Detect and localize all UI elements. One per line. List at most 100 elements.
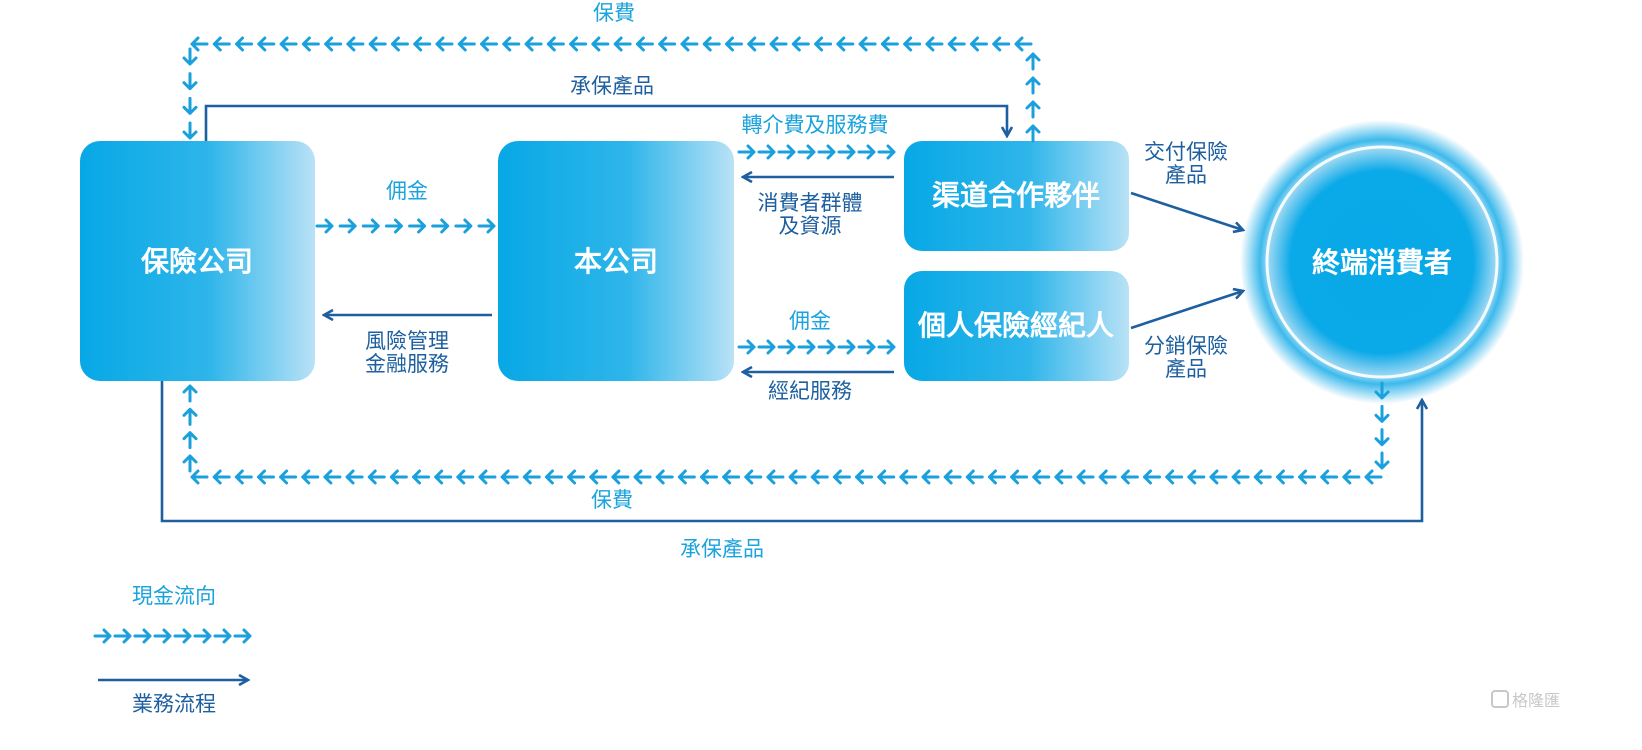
cash-flow-chevron xyxy=(213,628,232,644)
cash-flow-chevron xyxy=(965,469,984,485)
cash-flow-chevron xyxy=(969,36,988,52)
cash-flow-chevron xyxy=(1374,381,1390,400)
channel-partner-label: 渠道合作夥伴 xyxy=(932,179,1100,212)
cash-flow-chevron xyxy=(591,36,610,52)
cash-flow-chevron xyxy=(1364,469,1383,485)
cash-flow-chevron xyxy=(737,339,756,355)
cash-flow-chevron xyxy=(744,469,763,485)
cash-flow-chevron xyxy=(702,36,721,52)
cash-flow-chevron xyxy=(324,36,343,52)
cash-flow-chevron xyxy=(857,339,876,355)
cash-flow-chevron xyxy=(368,36,387,52)
premium-top-label: 保費 xyxy=(593,1,635,25)
commission-left-run xyxy=(315,218,496,234)
cash-flow-chevron xyxy=(737,144,756,160)
cash-flow-chevron xyxy=(389,469,408,485)
cash-flow-chevron xyxy=(880,36,899,52)
premium-top-down-run xyxy=(182,47,198,140)
cash-flow-chevron xyxy=(435,36,454,52)
consumer-groups-label-1: 消費者群體 xyxy=(758,191,863,215)
cash-flow-arrows xyxy=(182,36,1390,485)
cash-flow-chevron xyxy=(346,36,365,52)
cash-flow-chevron xyxy=(810,469,829,485)
consumer-circle: 終端消費者 xyxy=(1240,120,1524,404)
deliver-products-label-1: 交付保險 xyxy=(1144,140,1228,164)
cash-flow-chevron xyxy=(235,36,254,52)
cash-flow-chevron xyxy=(1342,469,1361,485)
cash-flow-chevron xyxy=(182,96,198,115)
cash-flow-chevron xyxy=(903,36,922,52)
cash-flow-chevron xyxy=(1298,469,1317,485)
cash-flow-chevron xyxy=(680,36,699,52)
cash-flow-chevron xyxy=(1374,451,1390,470)
cash-flow-chevron xyxy=(434,469,453,485)
cash-flow-chevron xyxy=(921,469,940,485)
cash-flow-chevron xyxy=(855,469,874,485)
cash-flow-chevron xyxy=(992,36,1011,52)
cash-flow-chevron xyxy=(480,36,499,52)
cash-flow-chevron xyxy=(412,469,431,485)
cash-flow-chevron xyxy=(1275,469,1294,485)
cash-flow-chevron xyxy=(777,339,796,355)
cash-flow-chevron xyxy=(257,36,276,52)
watermark-logo-icon xyxy=(1491,690,1509,708)
company-label: 本公司 xyxy=(574,245,658,278)
cash-flow-chevron xyxy=(836,36,855,52)
cash-flow-chevron xyxy=(1010,469,1029,485)
commission-left-label: 佣金 xyxy=(386,179,428,203)
cash-flow-chevron xyxy=(777,144,796,160)
cash-flow-chevron xyxy=(477,218,496,234)
cash-flow-chevron xyxy=(877,339,896,355)
underwrite-top-label: 承保產品 xyxy=(570,74,654,98)
cash-flow-chevron xyxy=(212,469,231,485)
cash-flow-chevron xyxy=(182,431,198,450)
distribute-products-label-1: 分銷保險 xyxy=(1144,334,1228,358)
cash-flow-chevron xyxy=(1025,52,1041,71)
premium-top-left-run xyxy=(190,36,1033,52)
cash-flow-chevron xyxy=(431,218,450,234)
cash-flow-chevron xyxy=(500,469,519,485)
cash-flow-chevron xyxy=(613,36,632,52)
cash-flow-chevron xyxy=(413,36,432,52)
cash-flow-chevron xyxy=(877,144,896,160)
commission-right-run xyxy=(737,339,896,355)
cash-flow-chevron xyxy=(182,407,198,426)
legend-business-flow-label: 業務流程 xyxy=(132,692,216,716)
premium-bottom-label: 保費 xyxy=(591,488,633,512)
cash-flow-chevron xyxy=(797,339,816,355)
cash-flow-chevron xyxy=(457,36,476,52)
cash-flow-chevron xyxy=(173,628,192,644)
cash-flow-chevron xyxy=(1032,469,1051,485)
cash-flow-chevron xyxy=(832,469,851,485)
cash-flow-chevron xyxy=(1120,469,1139,485)
premium-bottom-up-run xyxy=(182,384,198,473)
cash-flow-chevron xyxy=(817,339,836,355)
cash-flow-chevron xyxy=(338,218,357,234)
cash-flow-chevron xyxy=(193,628,212,644)
cash-flow-chevron xyxy=(633,469,652,485)
distribute-products-arrow xyxy=(1130,291,1243,330)
cash-flow-chevron xyxy=(454,218,473,234)
cash-flow-chevron xyxy=(1374,428,1390,447)
cash-flow-chevron xyxy=(182,72,198,91)
cash-flow-chevron xyxy=(408,218,427,234)
cash-flow-chevron xyxy=(256,469,275,485)
cash-flow-chevron xyxy=(655,469,674,485)
consumer-label: 終端消費者 xyxy=(1312,246,1452,279)
cash-flow-chevron xyxy=(722,469,741,485)
cash-flow-chevron xyxy=(658,36,677,52)
cash-flow-chevron xyxy=(522,469,541,485)
cash-flow-chevron xyxy=(182,384,198,403)
cash-flow-chevron xyxy=(1025,100,1041,119)
cash-flow-chevron xyxy=(857,144,876,160)
cash-flow-chevron xyxy=(837,144,856,160)
referral-fee-run xyxy=(737,144,896,160)
cash-flow-chevron xyxy=(390,36,409,52)
watermark: 格隆匯 xyxy=(1491,690,1560,710)
cash-flow-chevron xyxy=(524,36,543,52)
cash-flow-chevron xyxy=(837,339,856,355)
cash-flow-chevron xyxy=(699,469,718,485)
cash-flow-chevron xyxy=(589,469,608,485)
cash-flow-chevron xyxy=(544,469,563,485)
underwrite-bottom-arrow xyxy=(160,381,1422,523)
